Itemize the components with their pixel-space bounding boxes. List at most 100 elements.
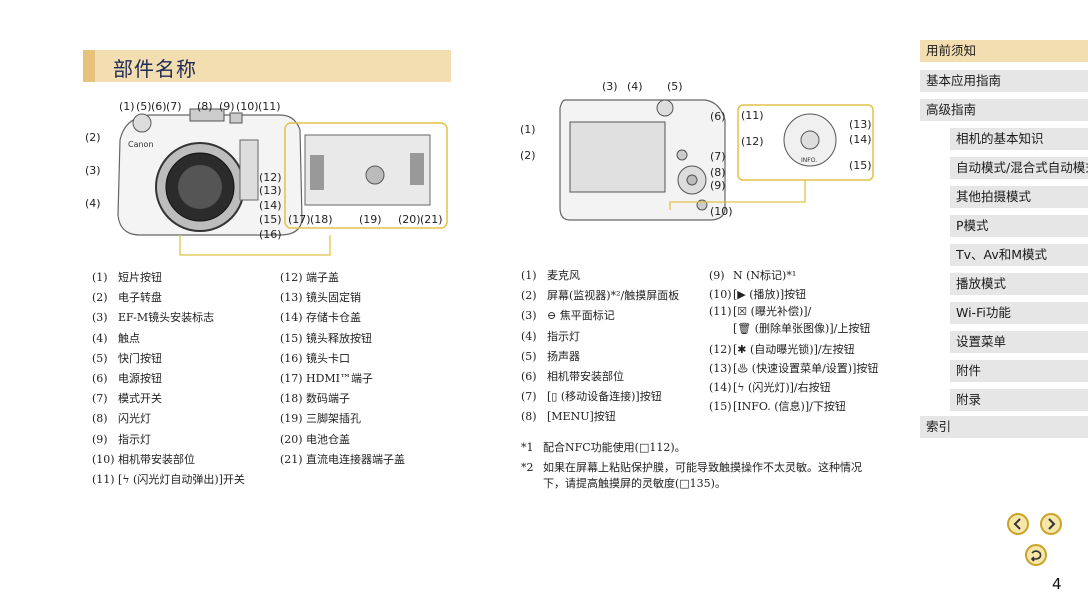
list-item: [🗑 (删除单张图像)]/上按钮: [733, 322, 871, 335]
fig1-label: (8): [197, 100, 213, 113]
list-item: (4)指示灯: [521, 329, 580, 343]
list-item: (20)电池仓盖: [280, 432, 350, 446]
list-item: (7)[▯ (移动设备连接)]按钮: [521, 390, 662, 404]
list-item: (7)模式开关: [92, 392, 162, 406]
fig1-label: (18): [310, 213, 333, 226]
fig2-inset-label: (12): [741, 135, 764, 148]
fig2-label: (7): [710, 150, 726, 163]
footnote: 下，请提高触摸屏的灵敏度(□135)。: [543, 477, 726, 490]
arrow-left-icon: [1013, 518, 1021, 530]
list-item: (5)快门按钮: [92, 351, 162, 365]
title-accent: [83, 50, 95, 82]
list-item: (18)数码端子: [280, 392, 350, 406]
fig1-label: (13): [259, 184, 282, 197]
return-button[interactable]: [1025, 544, 1047, 566]
fig2-label: (3): [602, 80, 618, 93]
list-item: (19)三脚架插孔: [280, 412, 361, 426]
fig2-inset-label: (15): [849, 159, 872, 172]
sidebar-item-playback[interactable]: 播放模式: [950, 273, 1088, 295]
fig2-inset-label: (14): [849, 133, 872, 146]
list-item: (16)镜头卡口: [280, 351, 350, 365]
return-icon: [1030, 550, 1042, 562]
list-item: (14)[ϟ (闪光灯)]/右按钮: [709, 381, 831, 394]
fig1-label: (16): [259, 228, 282, 241]
sidebar-item-p-mode[interactable]: P模式: [950, 215, 1088, 237]
sidebar-item-tv-av-m[interactable]: Tv、Av和M模式: [950, 244, 1088, 266]
sidebar-item-index[interactable]: 索引: [920, 416, 1088, 438]
list-item: (6)相机带安装部位: [521, 369, 624, 383]
fig1-label: (15): [259, 213, 282, 226]
list-item: (1)麦克风: [521, 269, 580, 282]
sidebar-item-settings-menu[interactable]: 设置菜单: [950, 331, 1088, 353]
page-title: 部件名称: [113, 57, 197, 81]
list-item: (2)电子转盘: [92, 291, 162, 305]
inset-info-label: INFO.: [801, 157, 817, 164]
fig1-label: (9): [219, 100, 235, 113]
parts-list-front-a: (1)短片按钮 (2)电子转盘 (3)EF-M镜头安装标志 (4)触点 (5)快…: [92, 268, 245, 490]
parts-list-back-a: (1)麦克风 (2)屏幕(监视器)*²/触摸屏面板 (3)⊖ 焦平面标记 (4)…: [521, 266, 679, 428]
list-item: (15)镜头释放按钮: [280, 331, 372, 345]
fig1-label: (14): [259, 199, 282, 212]
parts-list-back-b: (9)N (N标记)*¹ (10)[▶ (播放)]按钮 (11)[☒ (曝光补偿…: [709, 266, 878, 416]
fig1-label: (17): [288, 213, 311, 226]
fig1-label: (3): [85, 164, 101, 177]
next-page-button[interactable]: [1040, 513, 1062, 535]
list-item: (1)短片按钮: [92, 271, 162, 284]
fig2-inset-label: (13): [849, 118, 872, 131]
sidebar-item-basic-guide[interactable]: 基本应用指南: [920, 70, 1088, 92]
fig1-label: (19): [359, 213, 382, 226]
fig1-label: (12): [259, 171, 282, 184]
list-item: (8)闪光灯: [92, 412, 151, 426]
list-item: (2)屏幕(监视器)*²/触摸屏面板: [521, 289, 680, 303]
list-item: (6)电源按钮: [92, 371, 162, 385]
title-banner: [83, 50, 451, 82]
sidebar-item-wifi[interactable]: Wi-Fi功能: [950, 302, 1088, 324]
fig2-label: (6): [710, 110, 726, 123]
sidebar-item-other-modes[interactable]: 其他拍摄模式: [950, 186, 1088, 208]
fig1-label: (10): [236, 100, 259, 113]
list-item: (11)[☒ (曝光补偿)]/: [709, 305, 812, 318]
fig2-label: (2): [520, 149, 536, 162]
list-item: (15)[INFO. (信息)]/下按钮: [709, 400, 846, 413]
fig2-label: (8): [710, 166, 726, 179]
list-item: (5)扬声器: [521, 349, 580, 363]
list-item: (12)端子盖: [280, 271, 339, 284]
page-number: 4: [1052, 575, 1062, 593]
list-item: (12)[✱ (自动曝光锁)]/左按钮: [709, 343, 855, 356]
fig2-inset-label: (11): [741, 109, 764, 122]
fig1-label: (6): [151, 100, 167, 113]
camera-brand: Canon: [128, 140, 154, 149]
list-item: (4)触点: [92, 331, 140, 345]
sidebar-item-before-use[interactable]: 用前须知: [920, 40, 1088, 62]
fig1-label: (21): [420, 213, 443, 226]
list-item: (8)[MENU]按钮: [521, 410, 616, 424]
sidebar-item-advanced-guide[interactable]: 高级指南: [920, 99, 1088, 121]
sidebar-item-appendix[interactable]: 附录: [950, 389, 1088, 411]
fig2-label: (5): [667, 80, 683, 93]
sidebar-item-camera-basics[interactable]: 相机的基本知识: [950, 128, 1088, 150]
arrow-right-icon: [1048, 518, 1056, 530]
fig2-label: (10): [710, 205, 733, 218]
list-item: (14)存储卡仓盖: [280, 311, 361, 325]
fig1-label: (5): [136, 100, 152, 113]
list-item: (9)指示灯: [92, 432, 151, 446]
fig1-label: (7): [166, 100, 182, 113]
fig1-label: (11): [258, 100, 281, 113]
prev-page-button[interactable]: [1007, 513, 1029, 535]
list-item: (10)[▶ (播放)]按钮: [709, 288, 807, 301]
fig1-label: (1): [119, 100, 135, 113]
sidebar-item-auto-mode[interactable]: 自动模式/混合式自动模式: [950, 157, 1088, 179]
list-item: (3)⊖ 焦平面标记: [521, 309, 615, 323]
list-item: (17)HDMI™端子: [280, 371, 374, 385]
parts-list-front-b: (12)端子盖 (13)镜头固定销 (14)存储卡仓盖 (15)镜头释放按钮 (…: [280, 268, 405, 470]
sidebar-item-accessories[interactable]: 附件: [950, 360, 1088, 382]
fig2-label: (9): [710, 179, 726, 192]
camera-front-figure: Canon: [117, 108, 448, 256]
list-item: (21)直流电连接器端子盖: [280, 452, 405, 466]
fig1-label: (4): [85, 197, 101, 210]
camera-back-figure: INFO.: [559, 99, 874, 221]
list-item: (3)EF-M镜头安装标志: [92, 311, 215, 325]
